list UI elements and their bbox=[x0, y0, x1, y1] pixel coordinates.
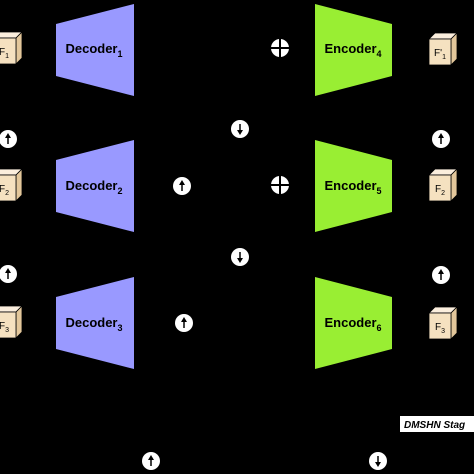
decoder-1-label: Decoder bbox=[65, 41, 117, 56]
svg-text:Decoder3: Decoder3 bbox=[65, 315, 122, 333]
feature-f3-right-label: F bbox=[435, 322, 441, 333]
svg-text:F2: F2 bbox=[435, 184, 445, 197]
decoder-2-label: Decoder bbox=[65, 178, 117, 193]
decoder-3-label: Decoder bbox=[65, 315, 117, 330]
encoder-6-subscript: 6 bbox=[377, 323, 382, 333]
svg-text:Encoder6: Encoder6 bbox=[324, 315, 381, 333]
encoder-6-block: Encoder6 bbox=[315, 277, 392, 369]
encoder-5-subscript: 5 bbox=[377, 186, 382, 196]
down-arrow-icon bbox=[231, 120, 249, 138]
down-arrow-icon bbox=[369, 452, 387, 470]
up-arrow-icon bbox=[432, 130, 450, 148]
stage-label: DMSHN Stag bbox=[400, 416, 474, 432]
svg-text:F3: F3 bbox=[0, 321, 9, 334]
svg-text:Decoder1: Decoder1 bbox=[65, 41, 122, 59]
up-arrow-icon bbox=[432, 266, 450, 284]
feature-f1-right-subscript: 1 bbox=[442, 54, 446, 61]
decoder-1-subscript: 1 bbox=[118, 49, 123, 59]
feature-f1-left-subscript: 1 bbox=[5, 53, 9, 60]
svg-text:Encoder4: Encoder4 bbox=[324, 41, 381, 59]
feature-f2-right-label: F bbox=[435, 184, 441, 195]
feature-cube-f3-right: F3 bbox=[428, 306, 458, 340]
feature-cube-f1-left: F1 bbox=[0, 31, 23, 65]
feature-f1-left-label: F bbox=[0, 47, 5, 58]
encoder-6-label: Encoder bbox=[324, 315, 376, 330]
feature-cube-f3-left: F3 bbox=[0, 305, 23, 339]
up-arrow-icon bbox=[142, 452, 160, 470]
stage-label-text: DMSHN Stag bbox=[404, 420, 465, 431]
down-arrow-icon bbox=[231, 248, 249, 266]
feature-f2-right-subscript: 2 bbox=[441, 190, 445, 197]
up-arrow-icon bbox=[0, 265, 17, 283]
decoder-1-block: Decoder1 bbox=[56, 4, 134, 96]
encoder-4-block: Encoder4 bbox=[315, 4, 392, 96]
circle-plus-icon bbox=[271, 39, 289, 57]
svg-text:F1: F1 bbox=[0, 47, 9, 60]
up-arrow-icon bbox=[175, 314, 193, 332]
decoder-3-block: Decoder3 bbox=[56, 277, 134, 369]
up-arrow-icon bbox=[173, 177, 191, 195]
decoder-2-block: Decoder2 bbox=[56, 140, 134, 232]
up-arrow-icon bbox=[0, 130, 17, 148]
encoder-4-subscript: 4 bbox=[377, 49, 382, 59]
svg-text:Encoder5: Encoder5 bbox=[324, 178, 381, 196]
feature-cube-f1-right: F'1 bbox=[428, 32, 458, 66]
feature-f3-right-subscript: 3 bbox=[441, 328, 445, 335]
svg-text:F3: F3 bbox=[435, 322, 445, 335]
feature-f2-left-subscript: 2 bbox=[5, 190, 9, 197]
circle-plus-icon bbox=[271, 176, 289, 194]
encoder-4-label: Encoder bbox=[324, 41, 376, 56]
encoder-5-block: Encoder5 bbox=[315, 140, 392, 232]
feature-cube-f2-left: F2 bbox=[0, 168, 23, 202]
decoder-3-subscript: 3 bbox=[118, 323, 123, 333]
feature-f3-left-subscript: 3 bbox=[5, 327, 9, 334]
encoder-5-label: Encoder bbox=[324, 178, 376, 193]
feature-f3-left-label: F bbox=[0, 321, 5, 332]
feature-f2-left-label: F bbox=[0, 184, 5, 195]
svg-text:F2: F2 bbox=[0, 184, 9, 197]
svg-text:Decoder2: Decoder2 bbox=[65, 178, 122, 196]
feature-f1-right-label: F' bbox=[434, 48, 442, 59]
decoder-2-subscript: 2 bbox=[118, 186, 123, 196]
feature-cube-f2-right: F2 bbox=[428, 168, 458, 202]
svg-text:F'1: F'1 bbox=[434, 48, 446, 61]
